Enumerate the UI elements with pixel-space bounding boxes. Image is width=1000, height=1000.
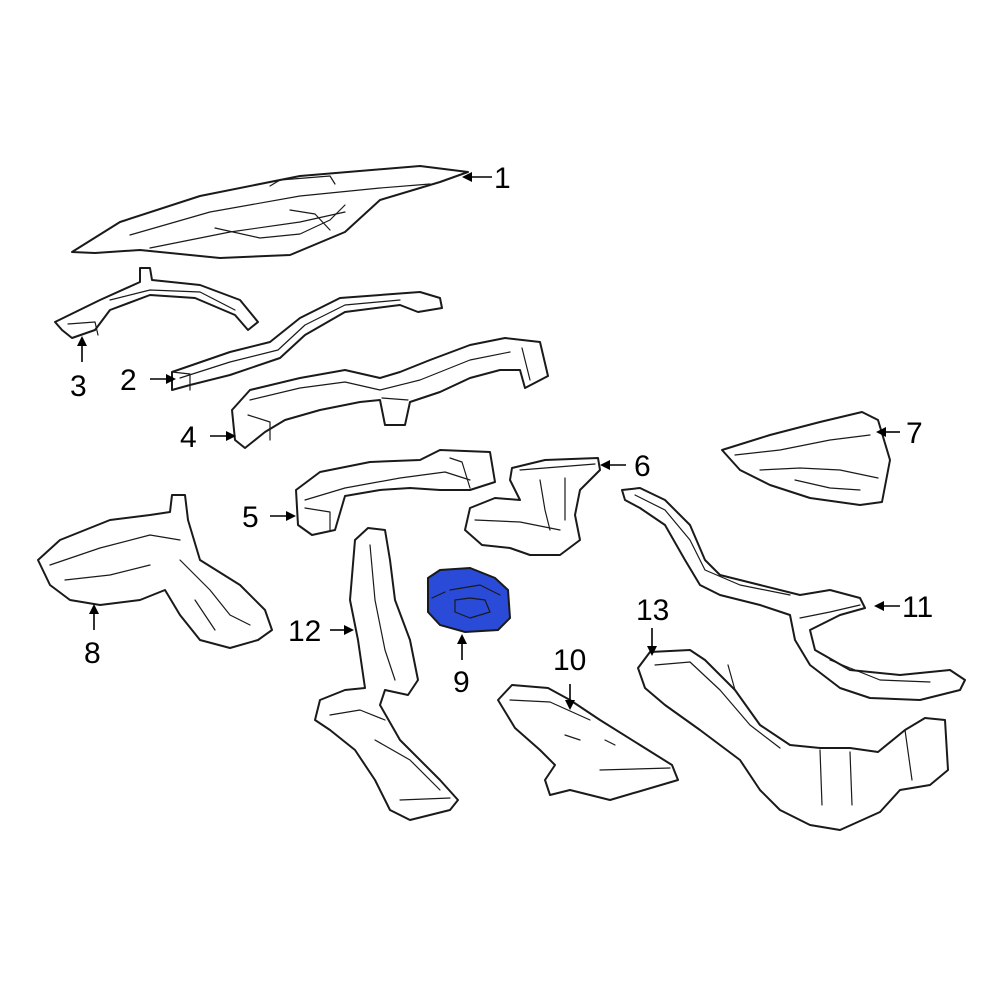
part-9-outlet-highlighted[interactable] <box>427 566 512 634</box>
part-1-defroster-duct[interactable] <box>71 165 469 259</box>
part-12-vertical-duct[interactable] <box>314 527 459 821</box>
callout-leaders <box>77 172 900 710</box>
callout-1: 1 <box>494 162 511 195</box>
callout-7: 7 <box>906 417 923 450</box>
part-11-right-duct[interactable] <box>621 487 966 701</box>
part-10-center-duct[interactable] <box>497 684 679 801</box>
callout-13: 13 <box>636 594 669 627</box>
callout-11: 11 <box>902 591 933 624</box>
callout-5: 5 <box>242 501 259 534</box>
callout-12: 12 <box>288 615 321 648</box>
callout-2: 2 <box>120 364 137 397</box>
part-7-right-duct[interactable] <box>721 411 891 506</box>
callout-3: 3 <box>70 370 87 403</box>
callout-8: 8 <box>84 637 101 670</box>
part-8-left-lower-duct[interactable] <box>37 494 273 649</box>
callout-labels: 1 2 3 4 5 6 7 8 9 10 11 12 13 <box>70 162 933 699</box>
callout-4: 4 <box>180 421 197 454</box>
callout-9: 9 <box>453 666 470 699</box>
part-2-side-duct[interactable] <box>171 291 443 391</box>
callout-6: 6 <box>634 450 651 483</box>
part-6-center-outlet[interactable] <box>464 457 601 556</box>
part-4-main-duct[interactable] <box>231 337 549 449</box>
part-3-left-duct[interactable] <box>54 267 259 339</box>
part-5-duct[interactable] <box>295 449 496 536</box>
part-13-lower-right-duct[interactable] <box>637 649 949 831</box>
callout-10: 10 <box>553 644 586 677</box>
